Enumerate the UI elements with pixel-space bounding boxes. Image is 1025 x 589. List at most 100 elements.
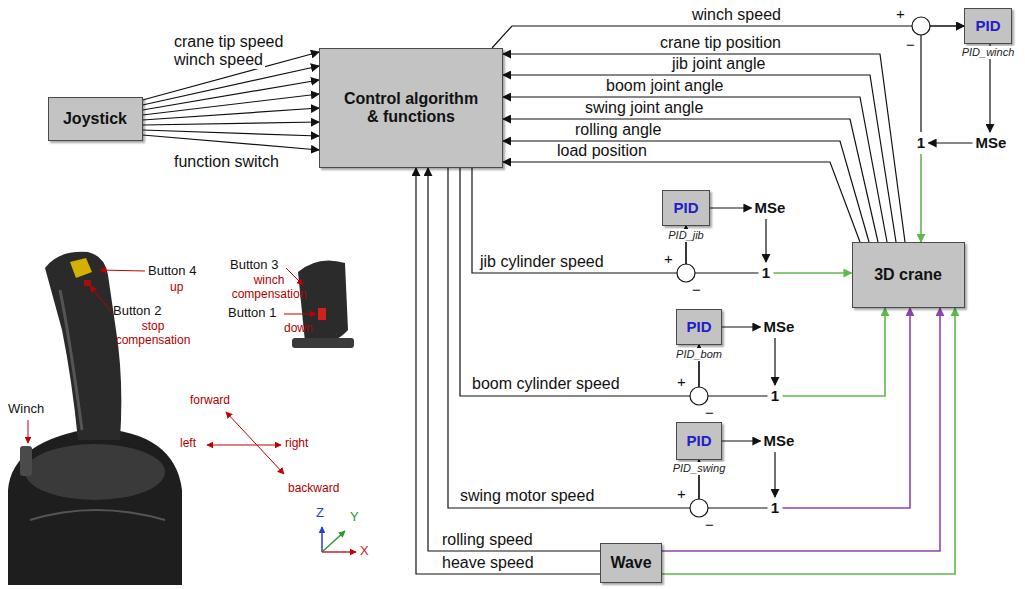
node-text: Joystick [63, 110, 127, 128]
signal-connector [143, 108, 320, 120]
control-name: Winch [8, 402, 44, 417]
signal-connector [774, 452, 775, 497]
sign-mark: + [677, 373, 686, 390]
block-name: PID_winch [961, 46, 1016, 59]
node-text: PID [673, 199, 698, 216]
joystick-stick [45, 252, 121, 440]
leader-line [90, 286, 111, 311]
sign-mark: − [692, 281, 701, 298]
signal-connector [921, 26, 964, 132]
axis-name: X [360, 544, 369, 559]
leader-line [284, 314, 316, 315]
node-text: MSe [755, 199, 786, 216]
signal-connector [722, 326, 761, 327]
node-text: MSe [764, 432, 795, 449]
signal-connector [503, 119, 878, 242]
junction-element: 1 [768, 385, 783, 407]
sign-mark: − [705, 516, 714, 533]
axis-name: Y [350, 510, 359, 525]
signal-connector [765, 219, 766, 262]
signal-connector [503, 162, 860, 242]
node-text: 1 [917, 134, 925, 151]
signal-label: swing joint angle [583, 99, 705, 117]
pid-block: PID [676, 309, 722, 345]
direction-name: right [285, 437, 308, 451]
axis-symbol [322, 527, 356, 552]
button-name: Button 4 [148, 264, 196, 279]
source-element: MSe [752, 197, 789, 219]
signal-connector [428, 168, 600, 551]
button-name: Button 2 [113, 304, 161, 319]
signal-connector [472, 168, 686, 273]
pid-block: PID [662, 190, 710, 226]
signal-connector [143, 122, 320, 125]
button-mark [84, 280, 91, 286]
summing-junction [912, 17, 930, 35]
button-function: winch compensation [226, 274, 312, 302]
direction-arrow [207, 445, 281, 446]
input-device-box: Joystick [48, 97, 143, 141]
button-function: down [284, 322, 313, 336]
node-text: 1 [762, 264, 770, 281]
signal-connector [143, 52, 320, 100]
button-function: stop compensation [110, 320, 196, 348]
winch-lever [20, 446, 32, 476]
signal-connector [503, 75, 896, 242]
plant-box: 3D crane [852, 242, 965, 308]
signal-label: crane tip speed [172, 33, 285, 51]
base-ridge [30, 510, 165, 520]
sign-mark: − [906, 36, 915, 53]
x-axis [322, 551, 356, 553]
signal-label: rolling speed [440, 531, 535, 549]
summing-junction [677, 264, 695, 282]
disturbance-box: Wave [600, 543, 662, 583]
signal-connector [503, 54, 905, 242]
pid-block: PID [676, 422, 722, 460]
controller-box: Control algorithm & functions [319, 48, 503, 168]
y-axis [322, 531, 345, 552]
signal-connector [920, 154, 922, 242]
button-name: Button 3 [230, 258, 278, 273]
joystick-picture [8, 252, 354, 585]
signal-connector [774, 272, 852, 274]
signal-connector [143, 130, 320, 136]
axis-name: Z [316, 506, 324, 521]
signal-label: rolling angle [573, 121, 663, 139]
signal-label: boom joint angle [604, 77, 725, 95]
button-function: up [170, 281, 183, 295]
signal-connector [416, 168, 600, 574]
small-joystick-base [292, 338, 354, 348]
button-name: Button 1 [228, 306, 276, 321]
signal-label: jib joint angle [670, 55, 767, 73]
signal-connector [774, 338, 775, 385]
signal-label: function switch [172, 153, 281, 171]
block-name: PID_jib [667, 229, 704, 242]
signal-connector [662, 308, 955, 574]
joystick-base [8, 428, 182, 585]
leader-lines [28, 268, 316, 474]
direction-name: backward [288, 482, 339, 496]
signal-connector [662, 308, 940, 551]
sign-mark: + [896, 5, 905, 22]
signal-connector [929, 142, 973, 143]
source-element: MSe [761, 430, 798, 452]
signal-connector [722, 440, 761, 441]
node-text: Control algorithm & functions [336, 90, 486, 127]
junction-element: 1 [914, 132, 929, 154]
sign-mark: + [677, 485, 686, 502]
signal-label: heave speed [440, 554, 536, 572]
signal-label: swing motor speed [458, 487, 596, 505]
signal-connector [143, 66, 320, 105]
signal-connector [503, 97, 887, 242]
stick-highlight [60, 290, 82, 430]
source-element: MSe [973, 132, 1010, 154]
junction-element: 1 [768, 497, 783, 519]
node-text: MSe [764, 318, 795, 335]
signal-connector [783, 308, 911, 508]
node-text: 1 [771, 387, 779, 404]
signal-label: boom cylinder speed [470, 375, 622, 393]
signal-label: winch speed [172, 51, 265, 69]
signal-connector [143, 80, 320, 110]
signal-label: crane tip position [658, 34, 783, 52]
signal-label: winch speed [690, 6, 783, 24]
